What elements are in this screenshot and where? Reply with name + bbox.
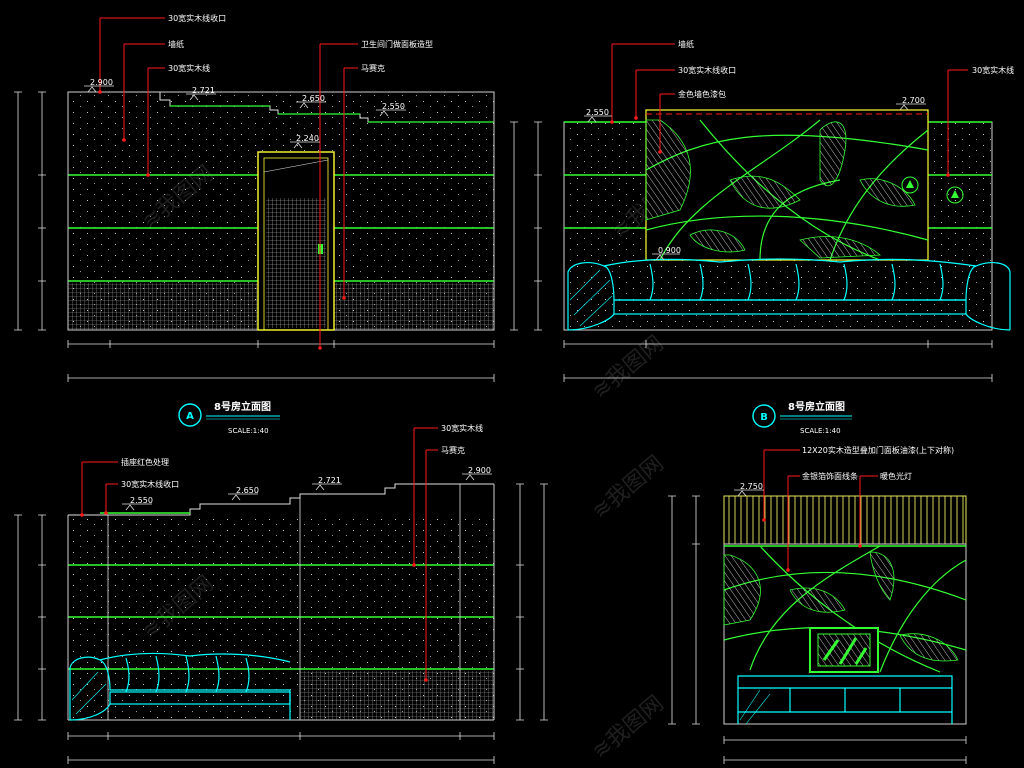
br-label-panel: 12X20实木造型叠加门面板油漆(上下对称) bbox=[802, 445, 954, 455]
tr-level-2550: 2.550 bbox=[586, 108, 609, 117]
bl-label-socket: 插座红色处理 bbox=[121, 457, 169, 467]
view-b-title: 8号房立面图 bbox=[788, 400, 845, 413]
br-level-2750: 2.750 bbox=[740, 482, 763, 491]
tl-level-2721: 2.721 bbox=[192, 86, 215, 95]
tr-label-gold-paint: 金色墙色漆包 bbox=[678, 89, 726, 99]
br-label-gold-line: 金银箔饰面线条 bbox=[802, 471, 858, 481]
tl-level-2240: 2.240 bbox=[296, 134, 319, 143]
elevation-bottom-left: 2.550 2.650 2.721 2.900 插座红色处理 30宽实木线收口 … bbox=[14, 423, 548, 764]
view-title-a: A 8号房立面图 SCALE:1:40 bbox=[178, 400, 280, 435]
sofa-bottom-left bbox=[69, 652, 291, 721]
elevation-top-left: 2.900 2.721 2.650 2.550 2.240 30宽实木线收口 墙… bbox=[14, 13, 495, 382]
tl-label-wood-trim: 30宽实木线 bbox=[168, 63, 210, 73]
view-a-scale: SCALE:1:40 bbox=[228, 427, 269, 435]
svg-text:≋我图网: ≋我图网 bbox=[588, 451, 669, 524]
bl-level-2900: 2.900 bbox=[468, 466, 491, 475]
tr-level-0900: 0.900 bbox=[658, 246, 681, 255]
bl-label-wood-trim-edge: 30宽实木线收口 bbox=[121, 479, 179, 489]
tl-label-door-panel: 卫生间门做面板造型 bbox=[361, 39, 433, 49]
view-a-marker-letter: A bbox=[186, 411, 194, 422]
sofa-top-right bbox=[567, 258, 1011, 331]
bl-level-2550: 2.550 bbox=[130, 496, 153, 505]
tl-label-wood-trim-edge: 30宽实木线收口 bbox=[168, 13, 226, 23]
tl-level-2550: 2.550 bbox=[382, 102, 405, 111]
tr-label-wood-trim: 30宽实木线 bbox=[972, 65, 1014, 75]
tl-label-mosaic: 马赛克 bbox=[361, 63, 385, 73]
view-title-b: B 8号房立面图 SCALE:1:40 bbox=[752, 400, 852, 435]
view-b-marker-letter: B bbox=[760, 412, 768, 423]
bl-label-wood-trim: 30宽实木线 bbox=[441, 423, 483, 433]
br-label-warm-light: 暖色光灯 bbox=[880, 471, 912, 481]
tl-level-2900: 2.900 bbox=[90, 78, 113, 87]
tr-label-wood-trim-edge: 30宽实木线收口 bbox=[678, 65, 736, 75]
svg-text:≋我图网: ≋我图网 bbox=[588, 691, 669, 764]
tv-cabinet bbox=[737, 675, 953, 724]
view-b-scale: SCALE:1:40 bbox=[800, 427, 841, 435]
view-a-title: 8号房立面图 bbox=[214, 400, 271, 413]
svg-text:≋我图网: ≋我图网 bbox=[588, 331, 669, 404]
tl-level-2650: 2.650 bbox=[302, 94, 325, 103]
elevation-bottom-right: 2.750 12X20实木造型叠加门面板油漆(上下对称) 金银箔饰面线条 暖色光… bbox=[668, 445, 967, 764]
tr-label-wallpaper: 墙纸 bbox=[678, 39, 694, 49]
tl-label-wallpaper: 墙纸 bbox=[168, 39, 184, 49]
bl-level-2721: 2.721 bbox=[318, 476, 341, 485]
bl-level-2650: 2.650 bbox=[236, 486, 259, 495]
tr-level-2700: 2.700 bbox=[902, 96, 925, 105]
elevation-top-right: 2.550 2.700 0.900 墙纸 30宽实木线收口 金色墙色漆包 30宽… bbox=[510, 39, 1014, 382]
bl-label-mosaic: 马赛克 bbox=[441, 445, 465, 455]
